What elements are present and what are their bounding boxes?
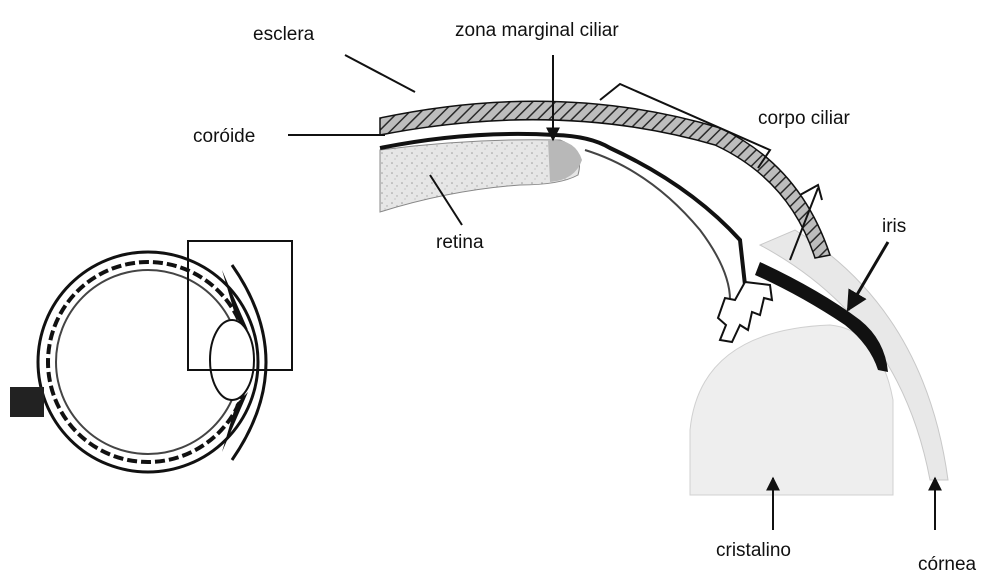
label-iris: iris: [882, 216, 906, 237]
label-retina: retina: [436, 232, 484, 253]
eye-overview: [10, 241, 292, 472]
ciliary-processes: [718, 282, 772, 342]
lens-shape: [690, 325, 893, 495]
label-cristalino: cristalino: [716, 540, 791, 561]
label-zona-marginal-ciliar: zona marginal ciliar: [455, 20, 619, 41]
label-cornea: córnea: [918, 554, 977, 574]
esclera-leader: [345, 55, 415, 92]
label-corpo-ciliar: corpo ciliar: [758, 108, 851, 129]
label-esclera: esclera: [253, 24, 315, 45]
overview-lens: [210, 320, 254, 400]
label-coroide: coróide: [193, 126, 255, 147]
cross-section: [380, 84, 948, 495]
optic-nerve: [10, 387, 44, 417]
